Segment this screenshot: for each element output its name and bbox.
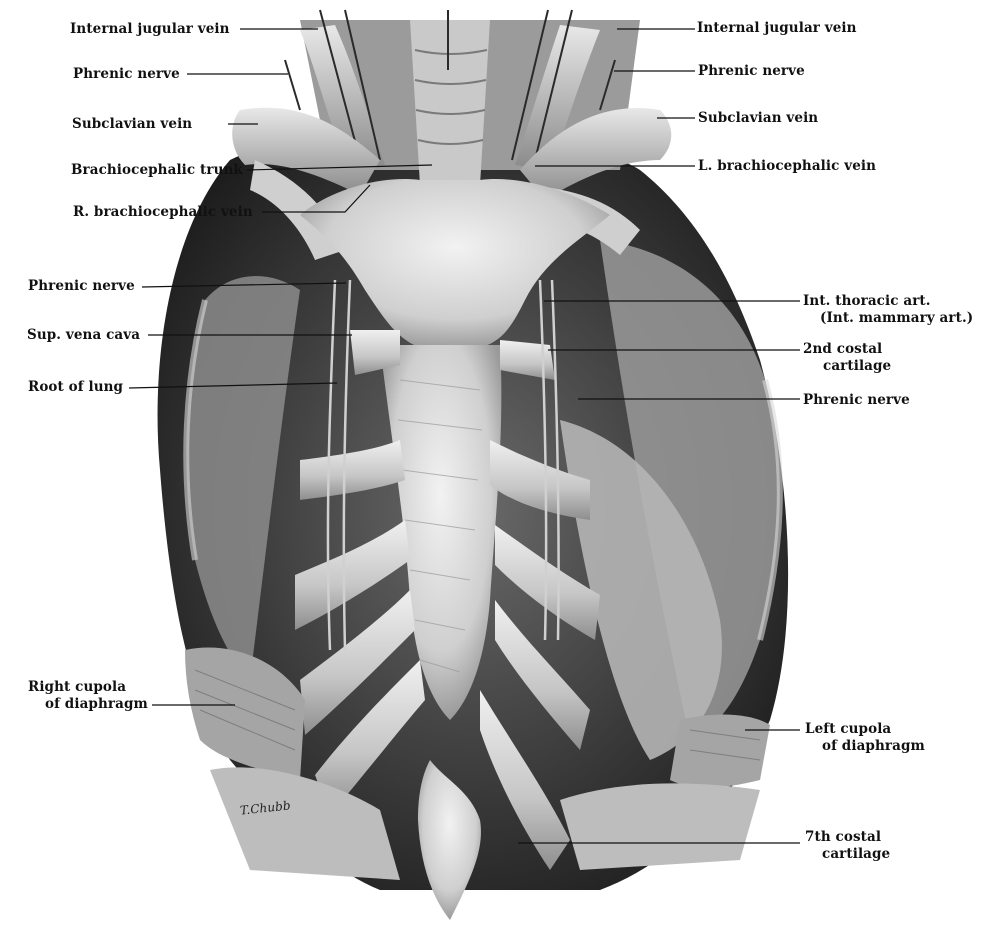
left-lung — [600, 240, 780, 740]
right-lung — [186, 276, 300, 680]
leader-lines — [128, 28, 800, 844]
label-right-cupola-line1: Right cupola — [28, 679, 127, 695]
label-sup-vena-cava: Sup. vena cava — [27, 327, 141, 343]
label-subclavian-vein-right: Subclavian vein — [72, 116, 193, 132]
label-internal-jugular-vein-right: Internal jugular vein — [70, 21, 230, 37]
label-right-cupola-line2: of diaphragm — [45, 696, 148, 712]
right-brachiocephalic-vein — [250, 160, 345, 260]
label-left-cupola-line1: Left cupola — [805, 721, 892, 737]
pericardium — [560, 420, 722, 760]
sternum-body — [380, 345, 502, 720]
label-r-brachiocephalic-vein: R. brachiocephalic vein — [73, 204, 253, 220]
left-subclavian-vein — [520, 108, 672, 200]
right-subclavian-vein — [232, 107, 380, 195]
label-2nd-costal-line2: cartilage — [823, 358, 892, 374]
label-internal-jugular-vein-left: Internal jugular vein — [697, 20, 857, 36]
label-7th-costal-line2: cartilage — [822, 846, 891, 862]
label-phrenic-nerve-left-low: Phrenic nerve — [803, 392, 910, 408]
label-phrenic-nerve-right-mid: Phrenic nerve — [28, 278, 135, 294]
left-internal-jugular — [515, 25, 600, 170]
label-left-cupola-line2: of diaphragm — [822, 738, 925, 754]
label-7th-costal-line1: 7th costal — [805, 829, 882, 845]
xiphoid-process — [418, 760, 481, 920]
trachea — [410, 20, 490, 185]
label-root-of-lung: Root of lung — [28, 379, 124, 395]
label-phrenic-nerve-right-top: Phrenic nerve — [73, 66, 180, 82]
label-l-brachiocephalic-vein: L. brachiocephalic vein — [698, 158, 877, 174]
label-phrenic-nerve-left-top: Phrenic nerve — [698, 63, 805, 79]
label-int-thoracic-art-line2: (Int. mammary art.) — [820, 310, 974, 326]
label-subclavian-vein-left: Subclavian vein — [698, 110, 819, 126]
right-costal-cartilages — [295, 330, 425, 815]
label-int-thoracic-art-line1: Int. thoracic art. — [803, 293, 931, 309]
right-cupola — [185, 647, 305, 780]
left-costal-cartilages — [480, 340, 600, 870]
label-2nd-costal-line1: 2nd costal — [803, 341, 883, 357]
left-cupola — [670, 714, 770, 788]
abdominal-fat — [210, 767, 400, 880]
label-brachiocephalic-trunk: Brachiocephalic trunk — [71, 162, 243, 178]
manubrium — [300, 179, 610, 350]
